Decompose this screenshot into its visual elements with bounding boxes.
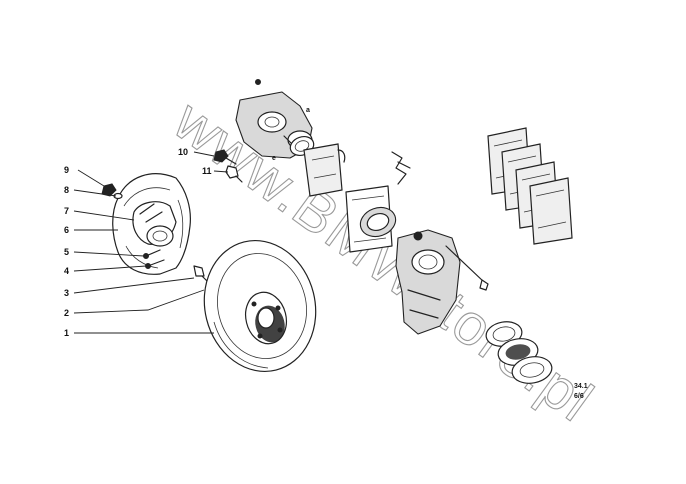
- diagram-code-line1: 34.1: [574, 383, 588, 390]
- piston-rings[interactable]: [484, 319, 554, 386]
- callout-9: 9: [64, 165, 69, 175]
- callout-4: 4: [64, 266, 69, 276]
- diagram-reference: 34.1 6/6: [574, 383, 588, 400]
- callouts: 1 2 3 4 5 6 7 8 9 10 11: [64, 147, 229, 338]
- callout-1: 1: [64, 328, 69, 338]
- callout-10: 10: [178, 147, 188, 157]
- diagram-code-line2: 6/6: [574, 393, 584, 400]
- callout-8: 8: [64, 185, 69, 195]
- caliper-bolts[interactable]: [213, 149, 243, 183]
- piston-seal-mid[interactable]: [356, 203, 399, 242]
- shield-bolts[interactable]: [143, 249, 165, 269]
- caliper-body-lower[interactable]: [395, 229, 489, 335]
- nut[interactable]: [101, 183, 123, 200]
- callout-6: 6: [64, 225, 69, 235]
- callout-7: 7: [64, 206, 69, 216]
- brake-pad-single[interactable]: [303, 143, 346, 197]
- brake-pad-set[interactable]: [487, 127, 573, 245]
- callout-11: 11: [202, 166, 212, 176]
- brake-disc[interactable]: [191, 229, 330, 384]
- retaining-spring[interactable]: [391, 151, 411, 185]
- svg-text:e: e: [272, 155, 276, 162]
- svg-text:a: a: [306, 107, 310, 114]
- callout-2: 2: [64, 308, 69, 318]
- callout-5: 5: [64, 247, 69, 257]
- callout-3: 3: [64, 288, 69, 298]
- wheel-hub[interactable]: [132, 201, 177, 247]
